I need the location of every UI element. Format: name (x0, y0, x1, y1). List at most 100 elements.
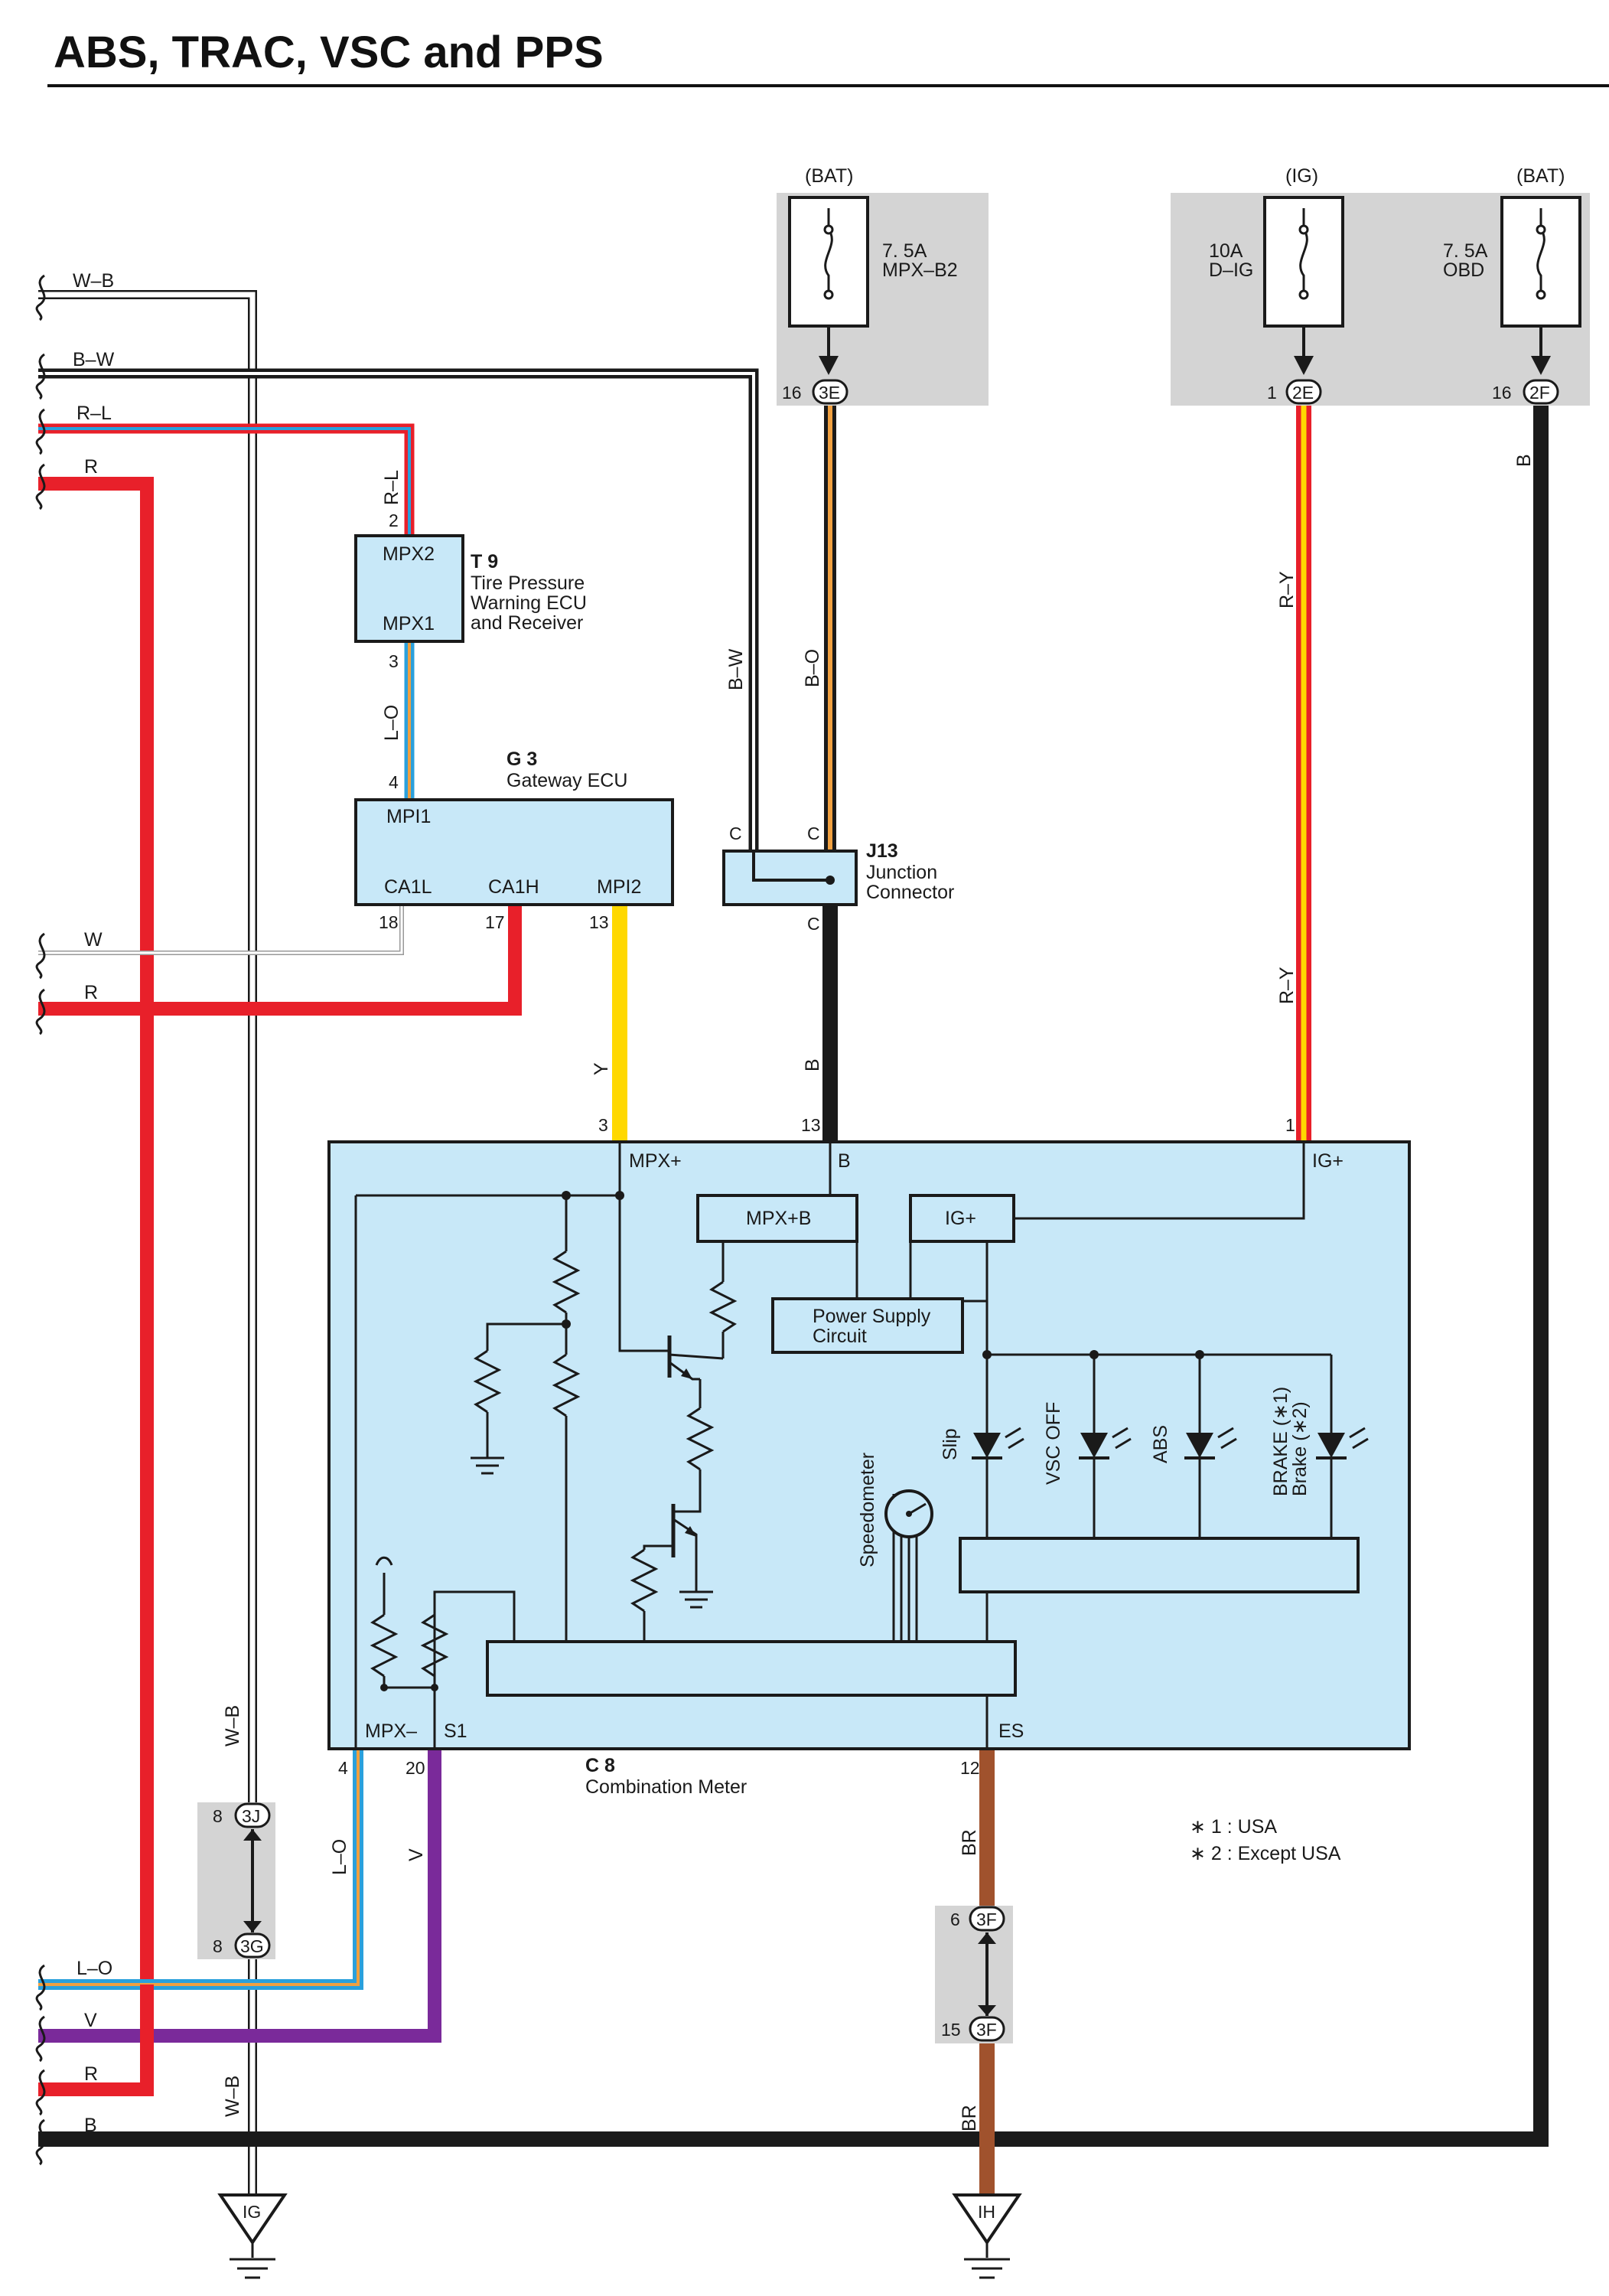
wire-label-b-right: B (1513, 454, 1535, 467)
connector-3g-pin: 8 (213, 1936, 223, 1956)
trace (375, 1556, 393, 1566)
break-mark (35, 2069, 46, 2116)
connector-3j-pin: 8 (213, 1806, 223, 1826)
j13-name-2: Connector (866, 882, 954, 903)
break-mark (35, 2118, 46, 2166)
connector-3f-top-label: 3F (976, 1910, 997, 1929)
wire-label-br-2: BR (959, 2105, 980, 2131)
led-icon (1186, 1433, 1213, 1458)
c8-terminal-es: ES (998, 1720, 1024, 1742)
connector-3e (812, 379, 848, 405)
c8-mpx-plus-b-label: MPX+B (746, 1208, 811, 1229)
t9-pin-mpx1: MPX1 (383, 613, 435, 634)
fuse-bat1-source: (BAT) (805, 165, 853, 187)
left-wire-label-v: V (84, 2010, 97, 2031)
led-rays (1005, 1427, 1024, 1450)
connector-2f-pin: 16 (1492, 383, 1512, 403)
c8-pin-s1: 20 (406, 1758, 425, 1778)
diagram-title: ABS, TRAC, VSC and PPS (54, 28, 604, 77)
fuse-bat2-rating: 7. 5A (1443, 240, 1488, 262)
fuse-ig-source: (IG) (1285, 165, 1318, 187)
g3-name: Gateway ECU (506, 770, 627, 791)
j13-internal-link (752, 851, 830, 882)
transistor-arrow-icon (685, 1526, 696, 1537)
c8-terminal-b: B (838, 1150, 851, 1172)
internal-ground-icon (471, 1456, 713, 1609)
indicator-abs: ABS (1150, 1425, 1171, 1463)
connector-2e-pin: 1 (1267, 383, 1277, 403)
left-wire-label-b-w: B–W (73, 349, 115, 370)
fuse-bat1-rating: 7. 5A (882, 240, 927, 262)
c8-indicator-driver-block (959, 1537, 1360, 1593)
led-icon (1317, 1433, 1345, 1458)
wire-label-r-y-2: R–Y (1276, 967, 1298, 1004)
wire-r-main (38, 477, 154, 2096)
resistor-zigzag (708, 1280, 738, 1333)
transistor-arrow-icon (681, 1368, 692, 1379)
led-rays (1217, 1427, 1237, 1450)
connector-2f (1523, 379, 1559, 405)
g3-terminal-mpi1: MPI1 (386, 806, 431, 827)
wire-label-br-1: BR (959, 1829, 980, 1856)
c8-terminal-s1: S1 (444, 1720, 467, 1742)
break-mark (35, 988, 46, 1035)
ground-ig-icon (217, 2193, 288, 2245)
trace (643, 1544, 673, 1550)
resistor-zigzag (370, 1613, 399, 1678)
g3-terminal-ca1h: CA1H (488, 876, 539, 898)
wire-label-l-o: L–O (381, 705, 402, 741)
g3-pin-ca1h: 17 (485, 912, 505, 932)
wire-r-l-stripe (38, 427, 411, 536)
break-mark (35, 1964, 46, 2011)
j13-pin-c1: C (729, 823, 742, 843)
c8-terminal-mpx-plus: MPX+ (629, 1150, 682, 1172)
left-wire-label-r-l: R–L (77, 403, 112, 424)
wire-break-marks (35, 274, 46, 2166)
arrow-up-icon (978, 1932, 996, 1944)
fuse-bat2-name: OBD (1443, 259, 1484, 281)
connector-3f-top (969, 1906, 1005, 1932)
indicator-vsc-off: VSC OFF (1043, 1402, 1064, 1485)
c8-ig-plus-box-label: IG+ (945, 1208, 976, 1229)
fuse-bat1-name: MPX–B2 (882, 259, 958, 281)
c8-ig-plus-block (909, 1194, 1015, 1243)
ground-ig-label: IG (243, 2202, 261, 2222)
c8-pin-mpx-minus: 4 (338, 1758, 348, 1778)
resistor-zigzag (420, 1613, 449, 1678)
c8-pin-ig-plus: 1 (1285, 1115, 1295, 1135)
wire-w (38, 905, 403, 954)
led-brake (1316, 1427, 1369, 1459)
arrow-up-icon (243, 1829, 262, 1841)
t9-pin-num-top: 2 (389, 510, 399, 530)
left-wire-label-b: B (84, 2115, 97, 2136)
splice-dot (562, 1319, 571, 1329)
fuse-dot (1536, 289, 1546, 300)
connector-3j-label: 3J (242, 1806, 260, 1826)
speedometer-needle (908, 1502, 927, 1515)
c8-terminal-ig-plus: IG+ (1312, 1150, 1344, 1172)
splice-dot (380, 1684, 388, 1691)
trace (673, 1518, 698, 1580)
left-wire-label-w-b: W–B (73, 270, 114, 292)
c8-power-supply-circuit (771, 1297, 964, 1354)
wire-label-b-mid: B (802, 1058, 823, 1071)
splice-dot (562, 1191, 571, 1200)
connector-3f-bottom-pin: 15 (941, 2020, 961, 2040)
left-wire-label-r2: R (84, 982, 98, 1003)
fuse-arrow-icon (819, 356, 839, 375)
fuse-dot (1298, 224, 1309, 235)
g3-pin-mpi2: 13 (589, 912, 609, 932)
break-mark (35, 463, 46, 510)
ground-ih (952, 2193, 1022, 2279)
arrow-down-icon (243, 1921, 262, 1932)
indicator-brake-except-usa: Brake (∗2) (1289, 1401, 1311, 1496)
j13-junction-connector (722, 850, 858, 906)
fuse-dot (823, 289, 834, 300)
g3-gateway-ecu (354, 798, 674, 906)
g3-pin-mpi1: 4 (389, 772, 399, 792)
fuse-bat2-source: (BAT) (1516, 165, 1565, 187)
note-usa: ∗ 1 : USA (1190, 1816, 1277, 1838)
c8-main-processor-block (486, 1640, 1017, 1697)
ground-ig (217, 2193, 288, 2279)
g3-code: G 3 (506, 748, 537, 770)
